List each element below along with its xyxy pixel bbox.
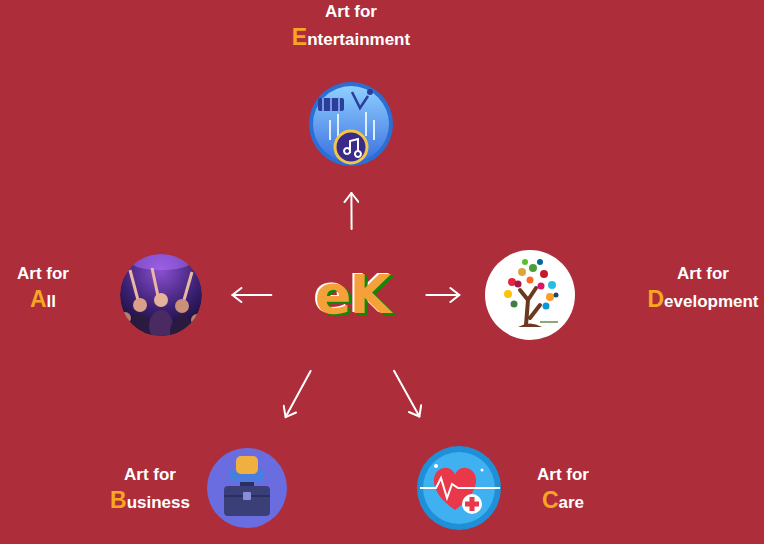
- category-name: All: [16, 285, 70, 316]
- arrow-connector: [350, 193, 352, 229]
- label-group: Art forDevelopment: [646, 263, 760, 316]
- label-group: Art forCare: [536, 464, 590, 517]
- logo-node: eK: [311, 265, 394, 325]
- label-prefix: Art for: [109, 464, 191, 486]
- icon-circle: Art forAll: [120, 254, 202, 336]
- category-name: Entertainment: [291, 23, 412, 54]
- icon-circle: Art forCare: [418, 447, 500, 529]
- arrow-connector: [286, 371, 311, 417]
- heart-icon: [417, 446, 501, 530]
- label-group: Art forEntertainment: [291, 1, 412, 54]
- label-prefix: Art for: [536, 464, 590, 486]
- icon-circle: Art forBusiness: [207, 448, 287, 528]
- category-name: Development: [646, 285, 760, 316]
- label-prefix: Art for: [16, 263, 70, 285]
- icon-circle: Art forEntertainment: [310, 83, 392, 165]
- logo-text: eK: [311, 265, 394, 325]
- icon-circle: Art forDevelopment: [485, 250, 575, 340]
- label-prefix: Art for: [291, 1, 412, 23]
- label-group: Art forBusiness: [109, 464, 191, 517]
- label-prefix: Art for: [646, 263, 760, 285]
- arrow-connector: [394, 371, 419, 417]
- crowd-photo: [119, 254, 203, 348]
- category-name: Business: [109, 486, 191, 517]
- category-name: Care: [536, 486, 590, 517]
- arrow-connector: [426, 294, 459, 296]
- music-icon: [309, 82, 393, 166]
- label-group: Art forAll: [16, 263, 70, 316]
- tree-logo: [485, 250, 575, 340]
- briefcase-icon: [207, 448, 287, 528]
- arrow-connector: [232, 294, 271, 296]
